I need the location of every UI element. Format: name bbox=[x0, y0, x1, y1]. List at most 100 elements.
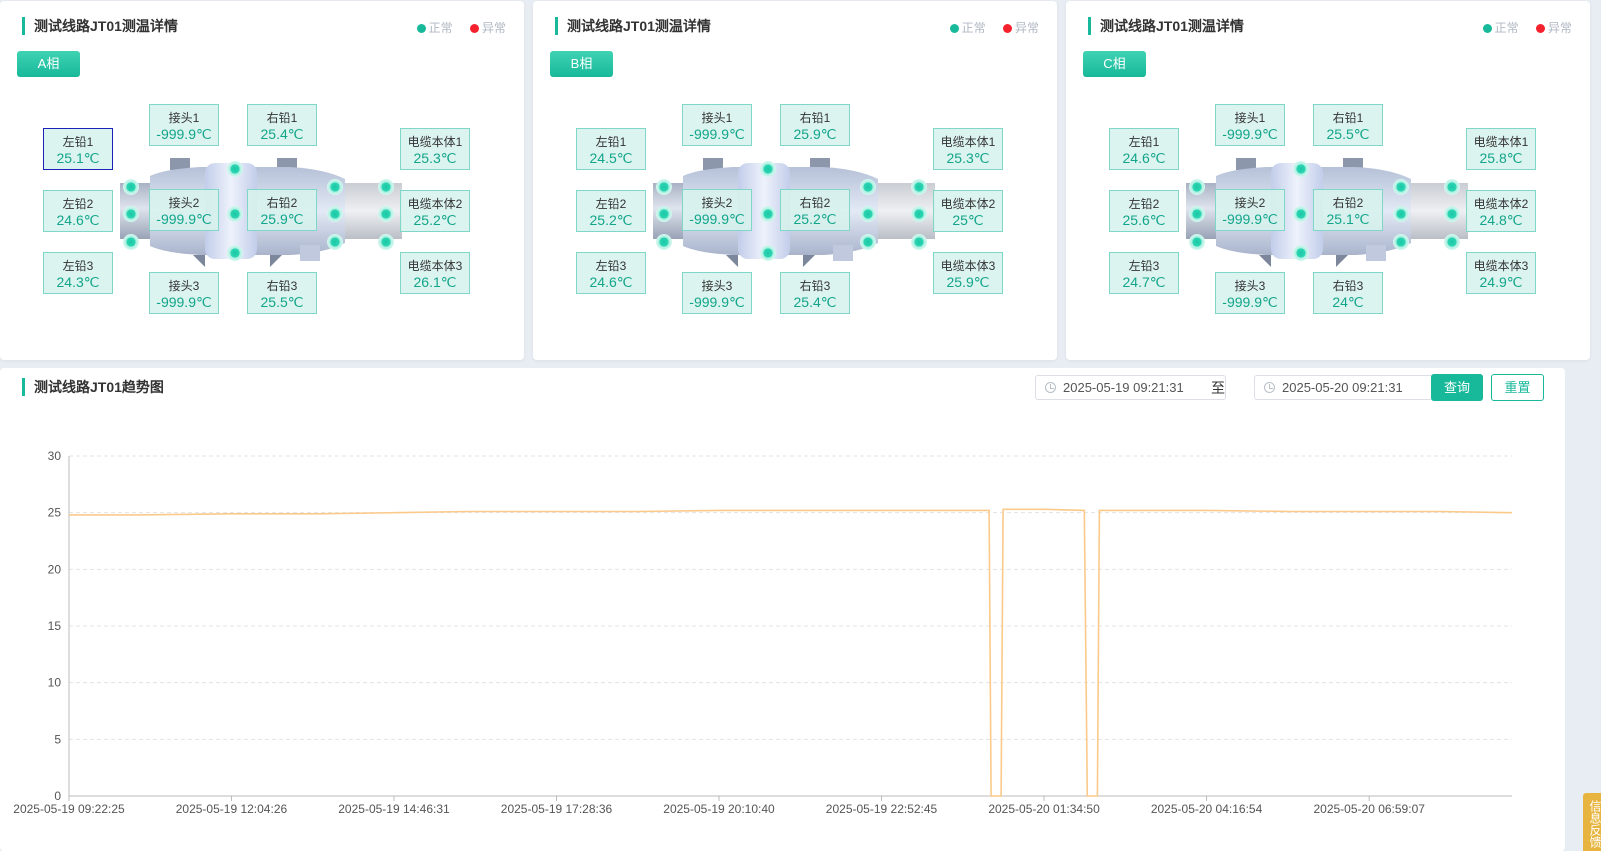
value: 24.9℃ bbox=[1479, 274, 1523, 290]
label: 电缆本体1 bbox=[1473, 135, 1529, 149]
value: 25.2℃ bbox=[413, 212, 457, 228]
reset-button[interactable]: 重置 bbox=[1491, 374, 1544, 401]
label: 左铅1 bbox=[595, 135, 627, 149]
label: 电缆本体3 bbox=[1473, 259, 1529, 273]
value: 26.1℃ bbox=[413, 274, 457, 290]
value: -999.9℃ bbox=[689, 211, 745, 227]
x-tick-label: 2025-05-19 12:04:26 bbox=[176, 802, 288, 816]
label: 接头2 bbox=[1234, 196, 1266, 210]
phase-button[interactable]: C相 bbox=[1083, 51, 1146, 77]
trend-panel: 测试线路JT01趋势图 2025-05-19 09:21:31 至 2025-0… bbox=[0, 368, 1565, 851]
value: 25.9℃ bbox=[946, 274, 990, 290]
panel-title: 测试线路JT01测温详情 bbox=[22, 17, 178, 35]
value: 25.9℃ bbox=[793, 126, 837, 142]
label: 接头1 bbox=[168, 111, 200, 125]
abnormal-dot-icon bbox=[1002, 24, 1012, 33]
value: 25℃ bbox=[952, 212, 984, 228]
abnormal-dot-icon bbox=[469, 24, 479, 33]
end-time-input[interactable]: 2025-05-20 09:21:31 bbox=[1254, 375, 1445, 400]
feedback-tab[interactable]: 信息反馈 bbox=[1583, 793, 1601, 851]
label: 电缆本体3 bbox=[940, 259, 996, 273]
joint-2-box[interactable]: 接头2-999.9℃ bbox=[1215, 189, 1285, 231]
label: 接头1 bbox=[1234, 111, 1266, 125]
label: 左铅2 bbox=[1128, 197, 1160, 211]
label: 右铅2 bbox=[266, 196, 298, 210]
value: 25.3℃ bbox=[946, 150, 990, 166]
label: 右铅2 bbox=[799, 196, 831, 210]
label: 右铅3 bbox=[1332, 279, 1364, 293]
phase-button[interactable]: B相 bbox=[550, 51, 613, 77]
label: 接头3 bbox=[1234, 279, 1266, 293]
value: 24.6℃ bbox=[1122, 150, 1166, 166]
joint-3-box[interactable]: 接头3-999.9℃ bbox=[682, 272, 752, 314]
end-time-value: 2025-05-20 09:21:31 bbox=[1282, 380, 1403, 395]
phase-button[interactable]: A相 bbox=[17, 51, 80, 77]
series-line bbox=[69, 508, 1513, 797]
joint-3-box[interactable]: 接头3-999.9℃ bbox=[149, 272, 219, 314]
status-legend: 正常 异常 bbox=[403, 19, 506, 36]
legend-normal: 正常 bbox=[961, 21, 986, 35]
value: -999.9℃ bbox=[1222, 211, 1278, 227]
joint-1-box[interactable]: 接头1-999.9℃ bbox=[149, 104, 219, 146]
label: 右铅1 bbox=[1332, 111, 1364, 125]
label: 电缆本体1 bbox=[407, 135, 463, 149]
joint-2-box[interactable]: 接头2-999.9℃ bbox=[682, 189, 752, 231]
x-tick-label: 2025-05-19 09:22:25 bbox=[13, 802, 125, 816]
clock-icon bbox=[1264, 382, 1275, 393]
x-tick-label: 2025-05-19 22:52:45 bbox=[826, 802, 938, 816]
start-time-value: 2025-05-19 09:21:31 bbox=[1063, 380, 1184, 395]
joint-3-box[interactable]: 接头3-999.9℃ bbox=[1215, 272, 1285, 314]
range-separator: 至 bbox=[1211, 380, 1225, 396]
joint-2-box[interactable]: 接头2-999.9℃ bbox=[149, 189, 219, 231]
joint-1-box[interactable]: 接头1-999.9℃ bbox=[1215, 104, 1285, 146]
value: 25.5℃ bbox=[1326, 126, 1370, 142]
value: 25.3℃ bbox=[413, 150, 457, 166]
joint-1-box[interactable]: 接头1-999.9℃ bbox=[682, 104, 752, 146]
value: 25.1℃ bbox=[56, 150, 100, 166]
value: 25.4℃ bbox=[793, 294, 837, 310]
value: 24.5℃ bbox=[589, 150, 633, 166]
label: 电缆本体2 bbox=[940, 197, 996, 211]
value: -999.9℃ bbox=[156, 211, 212, 227]
start-time-input[interactable]: 2025-05-19 09:21:31 bbox=[1035, 375, 1226, 400]
label: 电缆本体1 bbox=[940, 135, 996, 149]
y-tick-label: 0 bbox=[54, 789, 61, 803]
label: 接头3 bbox=[701, 279, 733, 293]
abnormal-dot-icon bbox=[1535, 24, 1545, 33]
query-button[interactable]: 查询 bbox=[1431, 374, 1483, 401]
legend-abnormal: 异常 bbox=[1014, 21, 1039, 35]
normal-dot-icon bbox=[416, 24, 426, 33]
legend-abnormal: 异常 bbox=[481, 21, 506, 35]
label: 右铅2 bbox=[1332, 196, 1364, 210]
